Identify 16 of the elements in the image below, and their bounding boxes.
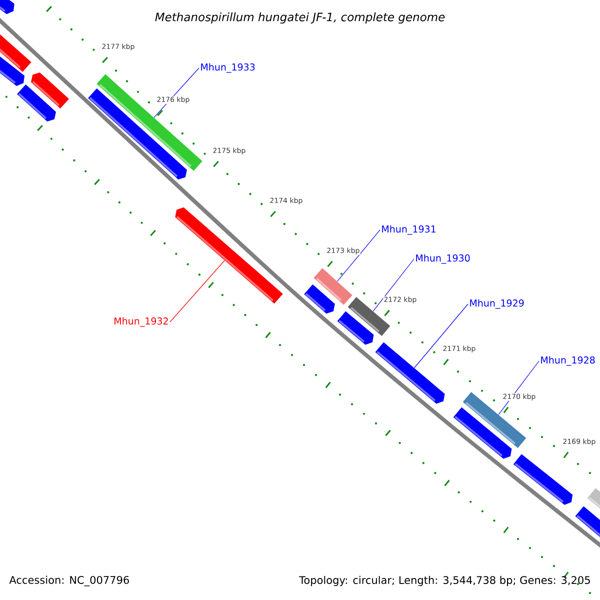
genome-info-text: Topology: circular; Length: 3,544,738 bp; Genes: 3,205: [299, 576, 590, 586]
gene-bar: [314, 268, 352, 305]
leader-line: [372, 258, 414, 312]
gene-label: Mhun_1929: [470, 299, 524, 309]
gene-block: [175, 207, 283, 304]
leader-line: [414, 304, 468, 368]
accession-text: Accession: NC_007796: [9, 576, 129, 586]
gene-label: Mhun_1933: [201, 63, 255, 73]
gene-label: Mhun_1931: [382, 225, 436, 235]
title: Methanospirillum hungatei JF-1, complete genome: [154, 11, 446, 25]
leader-line: [337, 230, 380, 282]
leader-line: [170, 260, 225, 322]
gene-block: [375, 342, 445, 404]
gene-label: Mhun_1930: [416, 254, 470, 264]
gene-label: Mhun_1932: [114, 317, 168, 327]
gene-label: Mhun_1928: [541, 356, 595, 366]
